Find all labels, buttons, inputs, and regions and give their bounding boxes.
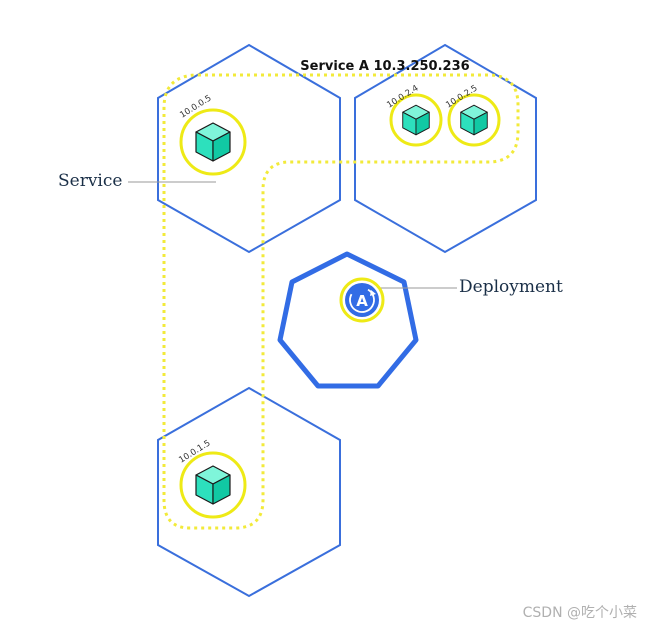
- service-title: Service A 10.3.250.236: [300, 59, 469, 74]
- node-hexagon-top-left: [157, 43, 341, 254]
- pod-cube-icon: [195, 122, 231, 162]
- service-label: Service: [58, 171, 122, 191]
- pod-cube-icon: [402, 104, 430, 136]
- pod-cube-icon: [460, 104, 488, 136]
- pod-cube-icon: [195, 465, 231, 505]
- deployment-icon: A: [339, 277, 385, 323]
- service-outline[interactable]: [162, 73, 520, 530]
- pod-10-0-2-4[interactable]: 10.0.2.4: [385, 83, 443, 147]
- deployment-heptagon: [277, 251, 419, 389]
- deployment-label: Deployment: [459, 277, 563, 297]
- node-hexagon-bottom-left: [157, 386, 341, 598]
- pod-10-0-2-5[interactable]: 10.0.2.5: [444, 83, 501, 147]
- node-hexagon-top-right: [354, 43, 537, 254]
- watermark: CSDN @吃个小菜: [523, 605, 637, 621]
- deployment-icon-letter: A: [356, 292, 368, 310]
